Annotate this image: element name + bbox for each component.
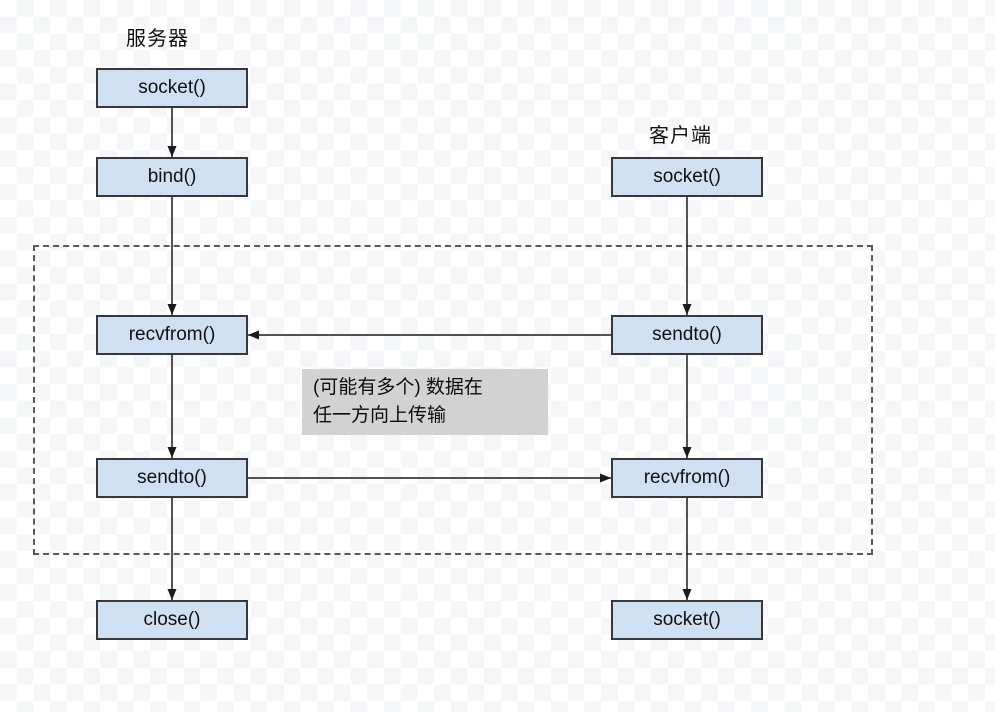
client-recvfrom-box: recvfrom() — [611, 458, 763, 498]
server-bind-box: bind() — [96, 157, 248, 197]
server-close-box: close() — [96, 600, 248, 640]
client-column-title: 客户端 — [649, 125, 712, 147]
server-sendto-box: sendto() — [96, 458, 248, 498]
data-exchange-dashed-region — [33, 245, 873, 555]
server-recvfrom-box: recvfrom() — [96, 315, 248, 355]
server-socket-box: socket() — [96, 68, 248, 108]
client-socket-box: socket() — [611, 157, 763, 197]
server-column-title: 服务器 — [126, 28, 189, 50]
annotation-line-2: 任一方向上传输 — [313, 405, 447, 426]
client-sendto-box: sendto() — [611, 315, 763, 355]
client-socket-bottom-box: socket() — [611, 600, 763, 640]
data-transfer-annotation: (可能有多个) 数据在 任一方向上传输 — [302, 369, 548, 435]
annotation-line-1: (可能有多个) 数据在 — [313, 377, 483, 398]
